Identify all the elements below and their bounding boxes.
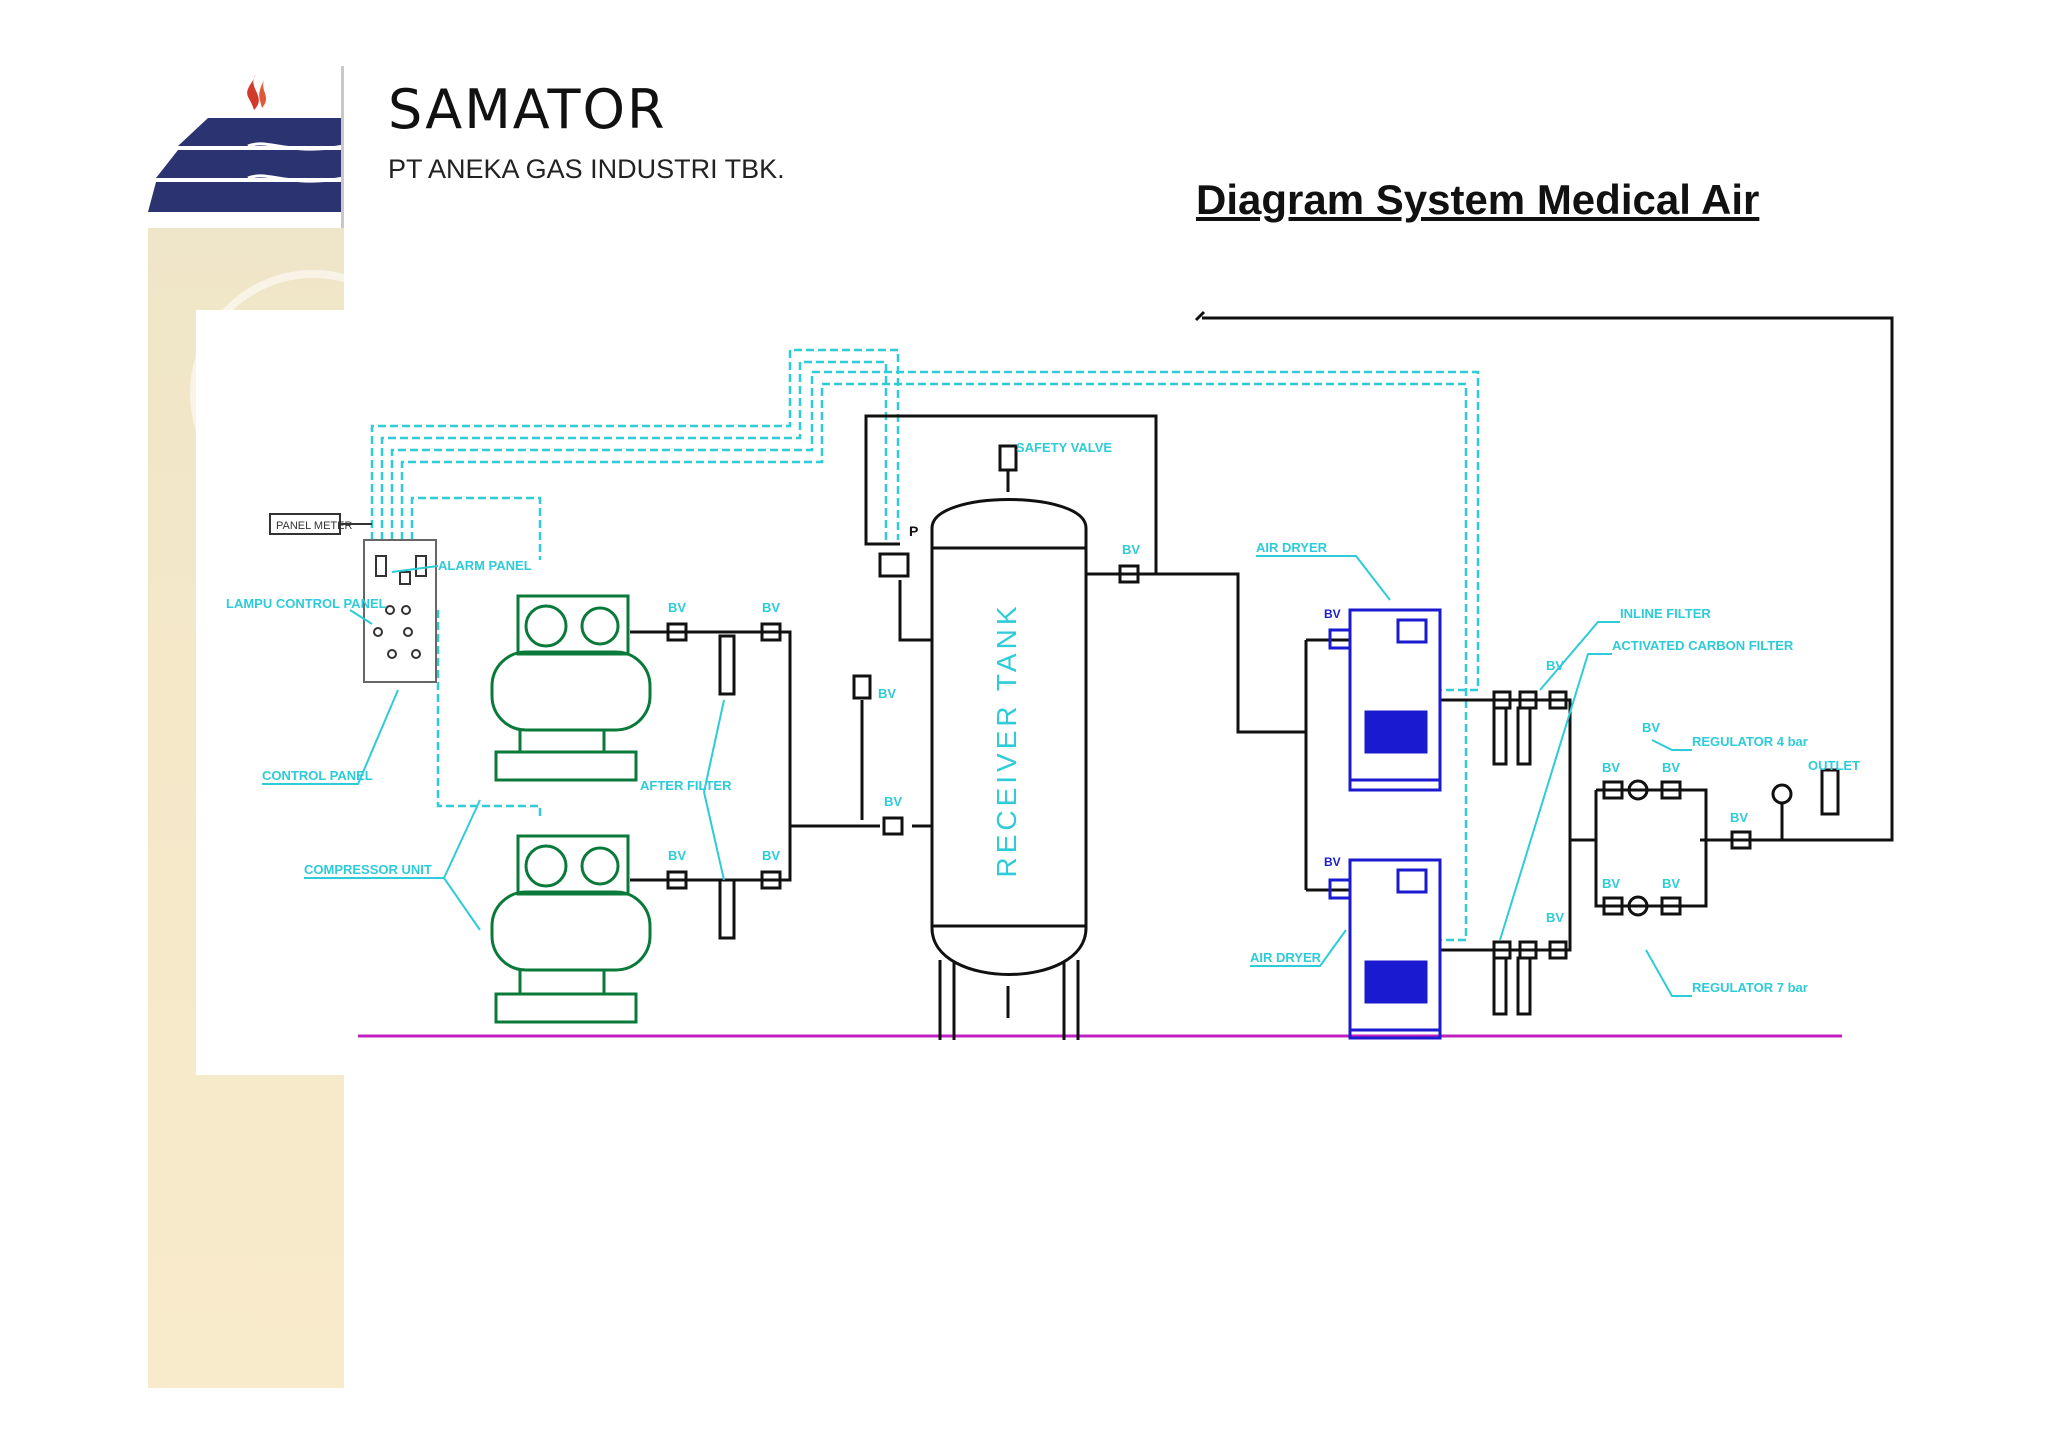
regulator-piping <box>1594 768 1892 917</box>
receiver-tank-label: RECEIVER TANK <box>991 602 1022 877</box>
activated-filter-label: ACTIVATED CARBON FILTER <box>1612 638 1794 653</box>
bv-label-14: BV <box>1662 760 1680 775</box>
regulator-bottom-label: REGULATOR 7 bar <box>1692 980 1808 995</box>
bv-label-8: BV <box>1324 607 1341 621</box>
diagram-panel <box>196 310 1908 1075</box>
lamp-control-label: LAMPU CONTROL PANEL <box>226 596 387 611</box>
air-dryer-bottom <box>1328 858 1442 1040</box>
bv-label-9: BV <box>1324 855 1341 869</box>
brand-name: SAMATOR <box>388 78 667 141</box>
control-panel: PANEL METER <box>269 513 437 683</box>
signal-lines <box>370 348 1480 942</box>
bv-label-17: BV <box>1730 810 1748 825</box>
bv-label-4: BV <box>762 848 780 863</box>
inline-filter-label: INLINE FILTER <box>1620 606 1711 621</box>
bv-label-2: BV <box>762 600 780 615</box>
after-filter-label: AFTER FILTER <box>640 778 732 793</box>
compressor-bottom <box>490 834 652 1024</box>
bv-label-12: BV <box>1642 720 1660 735</box>
panel-meter-label: PANEL METER <box>276 520 352 532</box>
dryer-piping <box>1304 638 1596 1016</box>
bv-label-10: BV <box>1546 658 1564 673</box>
pressure-indicator-label: P <box>909 523 918 539</box>
compressor-label: COMPRESSOR UNIT <box>304 862 432 877</box>
compressor-piping <box>630 622 904 940</box>
bv-label-7: BV <box>1122 542 1140 557</box>
logo-divider <box>341 66 344 228</box>
bv-label-1: BV <box>668 600 686 615</box>
bv-label-6: BV <box>884 794 902 809</box>
air-dryer-top-label: AIR DRYER <box>1256 540 1328 555</box>
bv-label-15: BV <box>1602 876 1620 891</box>
alarm-panel-label: ALARM PANEL <box>438 558 532 573</box>
receiver-tank <box>864 414 1306 1040</box>
outlet-label: OUTLET <box>1808 758 1860 773</box>
diagram-labels: LAMPU CONTROL PANEL ALARM PANEL CONTROL … <box>226 440 1860 995</box>
bv-label-11: BV <box>1546 910 1564 925</box>
control-panel-label: CONTROL PANEL <box>262 768 373 783</box>
air-dryer-bottom-label: AIR DRYER <box>1250 950 1322 965</box>
bv-label-5: BV <box>878 686 896 701</box>
safety-valve-label: SAFETY VALVE <box>1016 440 1112 455</box>
regulator-top-label: REGULATOR 4 bar <box>1692 734 1808 749</box>
bv-label-13: BV <box>1602 760 1620 775</box>
compressor-top <box>490 594 652 782</box>
samator-logo <box>148 74 344 212</box>
air-dryer-top <box>1328 608 1442 792</box>
bv-label-3: BV <box>668 848 686 863</box>
bv-label-16: BV <box>1662 876 1680 891</box>
company-name: PT ANEKA GAS INDUSTRI TBK. <box>388 154 785 184</box>
leader-lines <box>262 555 1692 997</box>
return-line <box>1194 310 1894 842</box>
page-title: Diagram System Medical Air <box>1196 176 1760 223</box>
